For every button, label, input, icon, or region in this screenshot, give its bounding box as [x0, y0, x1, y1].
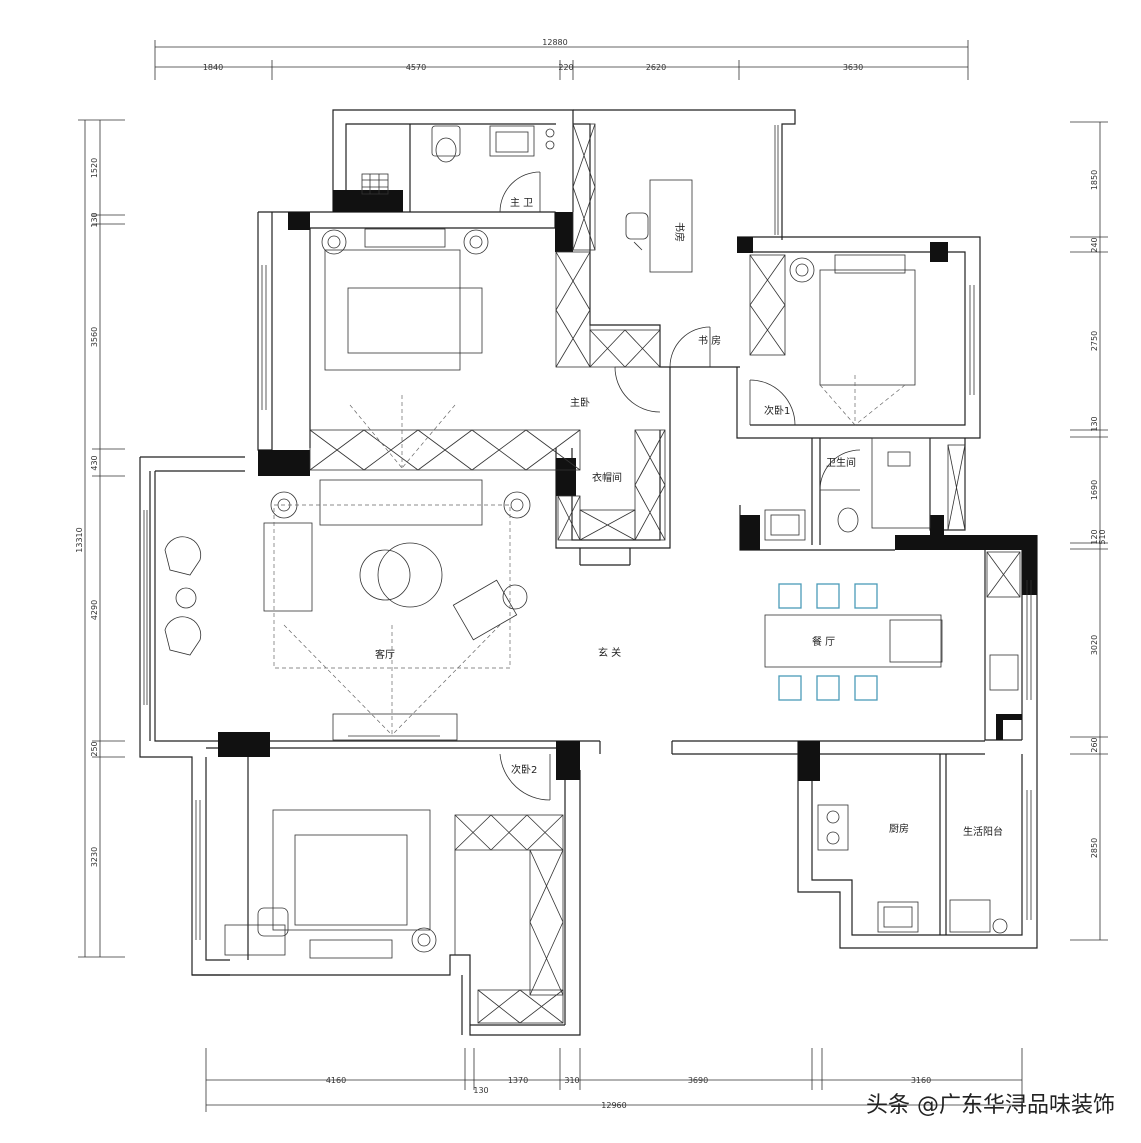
label-kitchen: 厨房 [889, 822, 909, 835]
dimension-lines [78, 40, 1108, 1112]
dim-bottom-4: 310 [564, 1076, 579, 1085]
dim-top-2: 4570 [406, 63, 426, 72]
dim-bottom-total: 12960 [601, 1101, 626, 1110]
label-master-bath: 主 卫 [510, 197, 533, 209]
solid-columns [218, 190, 1037, 781]
dim-right-5: 1690 [1090, 480, 1099, 500]
dim-left-6: 250 [90, 741, 99, 756]
dim-bottom-2: 130 [473, 1086, 488, 1095]
dim-right-3: 2750 [1090, 331, 1099, 351]
dim-top-1: 1840 [203, 63, 223, 72]
watermark: 头条 @广东华浔品味装饰 [866, 1093, 1115, 1118]
dim-bottom-5: 3690 [688, 1076, 708, 1085]
walls [139, 109, 1038, 1036]
label-wardrobe: 衣帽间 [592, 471, 622, 484]
label-study-door: 书 房 [698, 334, 721, 347]
dim-right-2: 240 [1090, 237, 1099, 252]
room-labels: 主 卫 书房 书 房 主卧 衣帽间 次卧1 卫生间 客厅 玄 关 餐 厅 次卧2… [375, 197, 1003, 838]
dim-left-1: 1520 [90, 158, 99, 178]
dim-left-total: 13310 [75, 527, 84, 552]
label-entrance: 玄 关 [598, 646, 621, 659]
dim-left-2: 130 [90, 212, 99, 227]
dim-right-1: 1850 [1090, 170, 1099, 190]
label-dining-room: 餐 厅 [812, 635, 835, 648]
label-second-bedroom-2: 次卧2 [511, 763, 537, 776]
label-service-balcony: 生活阳台 [963, 825, 1003, 838]
label-bathroom: 卫生间 [826, 456, 856, 469]
label-master-bedroom: 主卧 [570, 396, 590, 409]
dim-bottom-3: 1370 [508, 1076, 528, 1085]
windows [143, 125, 1032, 940]
bath-fixtures [361, 125, 1019, 691]
dim-top-3: 220 [558, 63, 573, 72]
dim-left-7: 3230 [90, 847, 99, 867]
dim-right-8: 260 [1090, 737, 1099, 752]
dim-right-4: 130 [1090, 416, 1099, 431]
label-study: 书房 [673, 222, 686, 242]
label-second-bedroom-1: 次卧1 [764, 404, 790, 417]
label-living-room: 客厅 [375, 648, 395, 661]
dim-right-9: 2850 [1090, 838, 1099, 858]
dim-bottom-1: 4160 [326, 1076, 346, 1085]
dim-top-total: 12880 [542, 38, 567, 47]
cabinets [309, 123, 1021, 1024]
dim-left-5: 4290 [90, 600, 99, 620]
dim-top-5: 3630 [843, 63, 863, 72]
dim-right-6: 120 [1090, 529, 1099, 544]
dim-right-7: 3020 [1090, 635, 1099, 655]
dim-left-3: 3560 [90, 327, 99, 347]
dim-bottom-6: 3160 [911, 1076, 931, 1085]
doors [499, 171, 861, 801]
dim-right-small: 510 [1098, 529, 1107, 544]
furniture [164, 179, 1008, 959]
dim-left-4: 430 [90, 455, 99, 470]
dimension-labels: 12880 1840 4570 220 2620 3630 4160 130 1… [75, 38, 1107, 1110]
dim-top-4: 2620 [646, 63, 666, 72]
ceiling-dashes [273, 375, 906, 736]
dining-chairs [778, 583, 878, 701]
